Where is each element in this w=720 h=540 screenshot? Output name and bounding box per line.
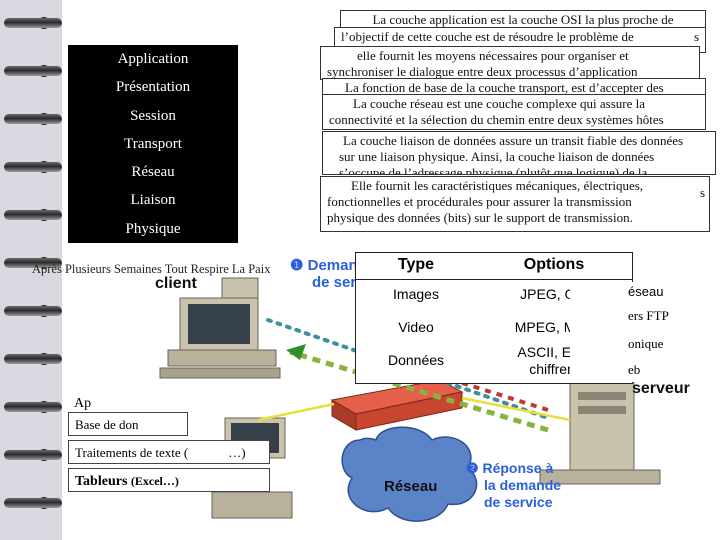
types-cell-type: Video	[398, 319, 434, 335]
osi-layer-physique: Physique	[125, 220, 181, 237]
desc-presentation-text: l’objectif de cette couche est de résoud…	[341, 29, 634, 44]
desc-session-line1: elle fournit les moyens nécessaires pour…	[357, 48, 629, 63]
types-header-row: Type Options	[356, 253, 632, 280]
reponse-line2: la demande	[484, 477, 562, 493]
client-label: client	[155, 275, 197, 293]
reponse-number: ❷	[466, 460, 479, 476]
server-computer-icon	[539, 379, 661, 485]
applications-list: Ap Base de don Traitements de texte (…) …	[68, 392, 270, 496]
binder-ring	[4, 114, 62, 124]
desc-reseau-line1: La couche réseau est une couche complexe…	[353, 96, 646, 111]
mnemonic-text: Après Plusieurs Semaines Tout Respire La…	[32, 262, 271, 276]
desc-transport-text: La fonction de base de la couche transpo…	[345, 80, 664, 95]
binder-ring	[4, 402, 62, 412]
binder-ring	[4, 66, 62, 76]
response-arrow	[289, 349, 549, 433]
services-fragment-list: éseau ers FTP onique eb	[570, 282, 702, 382]
desc-application-text: La couche application est la couche OSI …	[372, 12, 674, 27]
app-item: Traitements de texte (	[75, 445, 189, 460]
side-fragment: eb	[628, 362, 641, 377]
app-item-tail: …)	[228, 445, 246, 460]
desc-liaison-line3: s’occupe de l’adressage physique (plutôt…	[339, 165, 648, 175]
binder-ring	[4, 498, 62, 508]
reseau-text: Réseau	[384, 478, 438, 495]
desc-physique-line3: physique des données (bits) sur le suppo…	[327, 210, 633, 225]
link-line-left	[257, 402, 335, 422]
osi-layer-session: Session	[130, 107, 176, 124]
desc-reseau: La couche réseau est une couche complexe…	[322, 94, 706, 130]
client-text: client	[155, 275, 197, 292]
osi-layer-stack: Application Présentation Session Transpo…	[68, 45, 238, 243]
types-cell-extra: chiffrem	[529, 361, 579, 377]
desc-session-line2: synchroniser le dialogue entre deux proc…	[327, 64, 638, 79]
desc-physique-tail: s	[699, 185, 705, 200]
osi-layer-presentation: Présentation	[115, 79, 191, 96]
osi-layer-reseau: Réseau	[131, 164, 175, 181]
demande-number: ❶	[290, 257, 304, 274]
desc-physique-line2: fonctionnelles et procédurales pour assu…	[327, 194, 632, 209]
app-item-tail: (Excel…)	[130, 474, 179, 488]
binder-ring	[4, 210, 62, 220]
network-cloud-icon	[341, 426, 478, 522]
app-item: Tableurs	[75, 474, 128, 489]
types-cell-type: Images	[393, 286, 439, 302]
desc-presentation-tail: s	[693, 29, 699, 44]
binder-ring	[4, 18, 62, 28]
desc-liaison: La couche liaison de données assure un t…	[322, 131, 716, 175]
serveur-text: serveur	[632, 380, 690, 397]
reponse-line1: Réponse à	[482, 460, 554, 476]
desc-session: elle fournit les moyens nécessaires pour…	[320, 46, 700, 80]
side-fragment: onique	[628, 336, 664, 351]
desc-physique-line1: Elle fournit les caractéristiques mécani…	[351, 178, 644, 193]
osi-layer-liaison: Liaison	[130, 192, 176, 209]
desc-liaison-line2: sur une liaison physique. Ainsi, la couc…	[339, 149, 655, 164]
response-arrowhead	[286, 344, 306, 360]
reponse-line3: de service	[484, 494, 553, 510]
osi-layer-application: Application	[117, 51, 189, 67]
binder-ring	[4, 450, 62, 460]
mnemonic: Après Plusieurs Semaines Tout Respire La…	[32, 262, 270, 277]
app-item: Base de don	[68, 412, 188, 436]
desc-physique: Elle fournit les caractéristiques mécani…	[320, 176, 710, 232]
app-item: Ap	[74, 396, 92, 411]
desc-reseau-line2: connectivité et la sélection du chemin e…	[329, 112, 664, 127]
desc-application: La couche application est la couche OSI …	[340, 10, 706, 40]
side-fragment: ers FTP	[628, 308, 669, 323]
binder-ring	[4, 258, 62, 268]
binder-ring	[4, 354, 62, 364]
link-line-right	[461, 396, 571, 422]
router-icon	[330, 379, 464, 431]
osi-layer-transport: Transport	[124, 135, 182, 152]
reponse-label: ❷ Réponse à la demande de service	[466, 460, 561, 511]
types-header-options: Options	[523, 256, 585, 273]
binder-ring	[4, 306, 62, 316]
types-header-type: Type	[397, 256, 435, 273]
reseau-cloud-label: Réseau	[384, 478, 437, 495]
client-computer-icon	[159, 277, 281, 379]
serveur-label: serveur	[632, 380, 690, 398]
binder-ring	[4, 162, 62, 172]
desc-liaison-line1: La couche liaison de données assure un t…	[343, 133, 684, 148]
types-cell-type: Données	[387, 352, 445, 368]
side-fragment: éseau	[628, 284, 664, 299]
